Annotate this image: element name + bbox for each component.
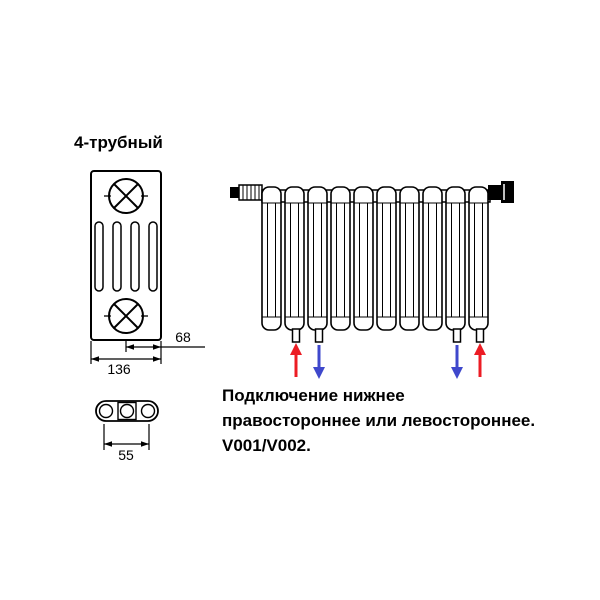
- section-cross-view: [90, 170, 162, 341]
- left-valve-icon: [230, 184, 263, 201]
- flow-arrow-down-right-icon: [451, 345, 463, 379]
- radiator-section: [468, 186, 489, 331]
- plug-symbol-top-icon: [104, 178, 148, 214]
- top-view-hub: [117, 401, 137, 421]
- tube-slot: [112, 221, 122, 292]
- radiator-sections: [261, 186, 489, 331]
- tube-slot: [130, 221, 140, 292]
- bottom-pipes: [291, 328, 485, 343]
- radiator-section: [330, 186, 351, 331]
- radiator-section: [422, 186, 443, 331]
- radiator-section: [399, 186, 420, 331]
- flow-arrow-up-right-icon: [474, 343, 486, 377]
- top-view-outline: [95, 400, 159, 422]
- tube-slot: [94, 221, 104, 292]
- section-body-outline: [90, 170, 162, 341]
- flow-arrows: [290, 343, 486, 379]
- description-line-2: правостороннее или левостороннее.: [222, 411, 535, 430]
- radiator-section: [353, 186, 374, 331]
- bottom-pipe: [314, 328, 324, 343]
- bottom-pipe: [291, 328, 301, 343]
- dimension-68: 68: [125, 329, 205, 364]
- radiator-section: [284, 186, 305, 331]
- radiator-front-view: [230, 181, 514, 379]
- right-valve-icon: [488, 181, 514, 203]
- diagram-title: 4-трубный: [74, 133, 163, 152]
- bottom-pipe: [475, 328, 485, 343]
- dimension-55: 55: [103, 424, 150, 463]
- radiator-section: [376, 186, 397, 331]
- bottom-pipe: [452, 328, 462, 343]
- radiator-section: [445, 186, 466, 331]
- dimension-55-label: 55: [118, 447, 134, 463]
- dimension-68-label: 68: [175, 329, 191, 345]
- tube-slot: [148, 221, 158, 292]
- plug-symbol-bottom-icon: [104, 298, 148, 334]
- description-line-3: V001/V002.: [222, 436, 311, 455]
- dimension-136: 136: [90, 341, 161, 377]
- section-top-view: [95, 400, 159, 422]
- radiator-section: [307, 186, 328, 331]
- connection-description: Подключение нижнее правостороннее или ле…: [222, 386, 535, 455]
- flow-arrow-down-left-icon: [313, 345, 325, 379]
- flow-arrow-up-left-icon: [290, 343, 302, 377]
- tube-slots: [94, 221, 158, 292]
- description-line-1: Подключение нижнее: [222, 386, 405, 405]
- dimension-136-label: 136: [107, 361, 131, 377]
- radiator-section: [261, 186, 282, 331]
